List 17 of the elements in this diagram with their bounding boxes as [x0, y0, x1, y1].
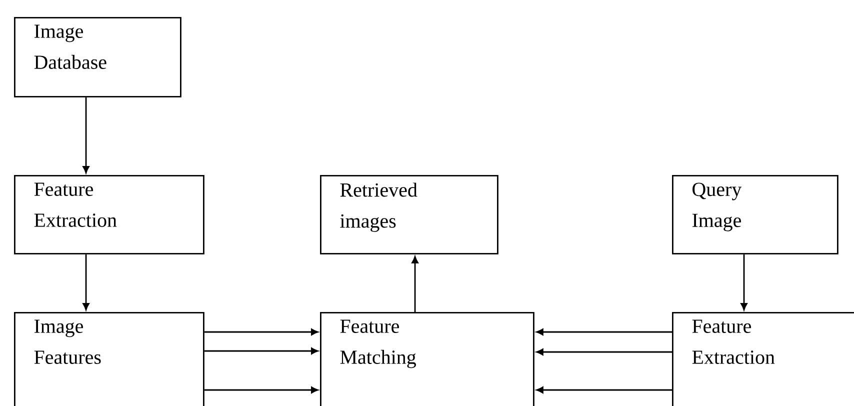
arrow: [536, 328, 672, 336]
process-box: Image Database: [14, 17, 182, 98]
arrow: [204, 328, 318, 336]
process-box: Query Image: [672, 175, 838, 254]
arrow: [82, 254, 90, 310]
arrow: [740, 254, 748, 310]
arrow: [82, 97, 90, 174]
process-box: Feature Matching: [320, 312, 534, 406]
process-box: Feature Extraction: [14, 175, 204, 254]
arrow: [204, 386, 318, 394]
arrow: [536, 348, 672, 356]
process-box: Retrieved images: [320, 175, 498, 254]
arrow: [536, 386, 672, 394]
arrow: [412, 256, 418, 312]
process-box: Feature Extraction: [672, 312, 854, 406]
process-box: Image Features: [14, 312, 204, 406]
arrow: [204, 348, 318, 354]
